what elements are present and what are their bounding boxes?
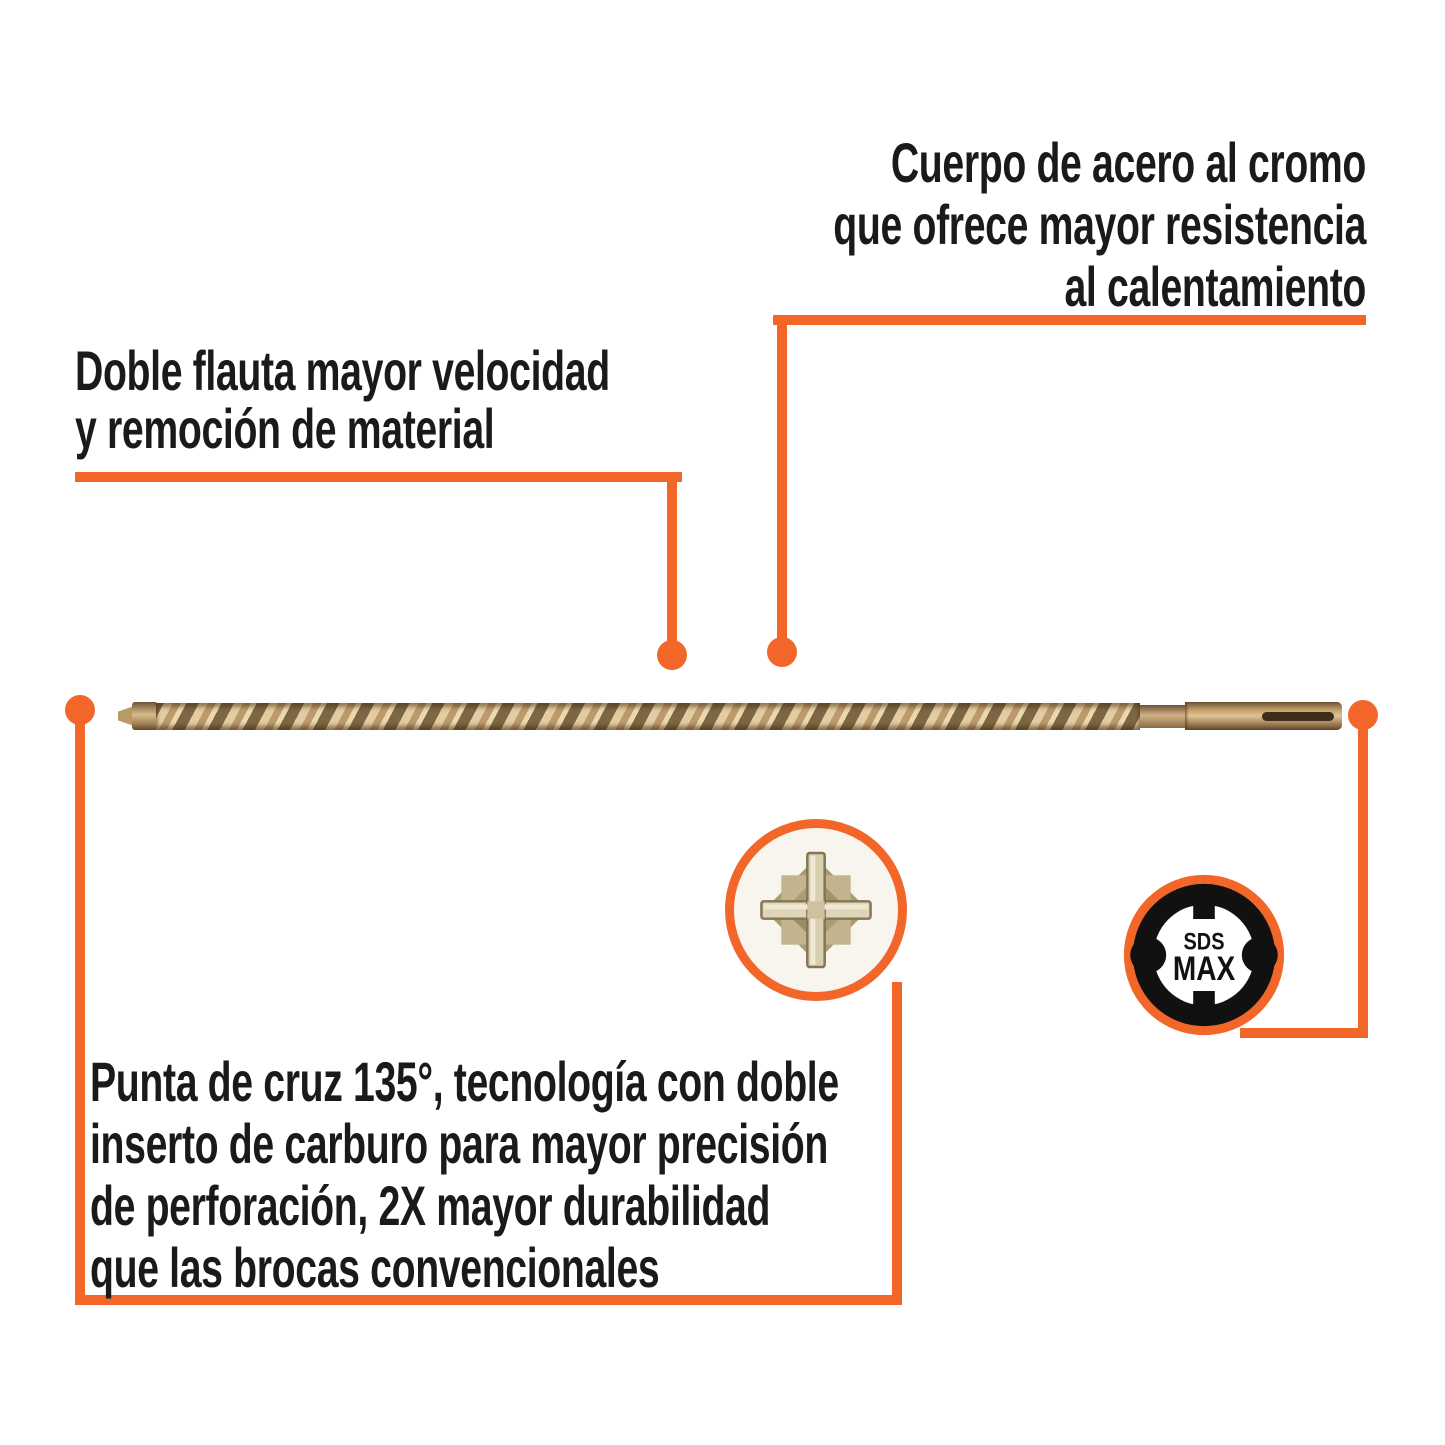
callout-tip-text: Punta de cruz 135°, tecnología con doble… [90,1050,839,1299]
badge-text-max: MAX [1173,950,1235,988]
cross-tip-callout-circle [725,819,907,1001]
leader-dot-flute [657,640,687,670]
callout-body-text: Cuerpo de acero al cromo que ofrece mayo… [833,131,1366,318]
callout-flute-text: Doble flauta mayor velocidad y remoción … [75,339,610,460]
leader-line-flute-h [75,472,682,482]
drill-bit-carbide-tip [118,706,134,726]
leader-dot-body [767,637,797,667]
sds-max-badge-icon: SDS MAX [1123,874,1285,1036]
leader-line-flute-v [667,472,677,648]
badge-text-sds: SDS [1184,928,1225,955]
leader-line-shank-h [1240,1028,1368,1038]
cross-tip-icon [760,851,872,969]
leader-line-tip-left-v [75,710,85,1305]
drill-bit-flutes [156,703,1140,730]
sds-max-badge: SDS MAX [1114,865,1294,1045]
drill-bit-neck [1140,705,1186,728]
leader-line-body-h [773,315,1366,325]
leader-line-tip-right-v [892,982,902,1305]
leader-line-body-v [777,315,787,655]
drill-bit-sds-slot [1262,712,1334,721]
drill-bit-head [132,702,158,730]
leader-line-shank-v [1358,715,1368,1038]
leader-line-tip-bottom-h [75,1295,902,1305]
